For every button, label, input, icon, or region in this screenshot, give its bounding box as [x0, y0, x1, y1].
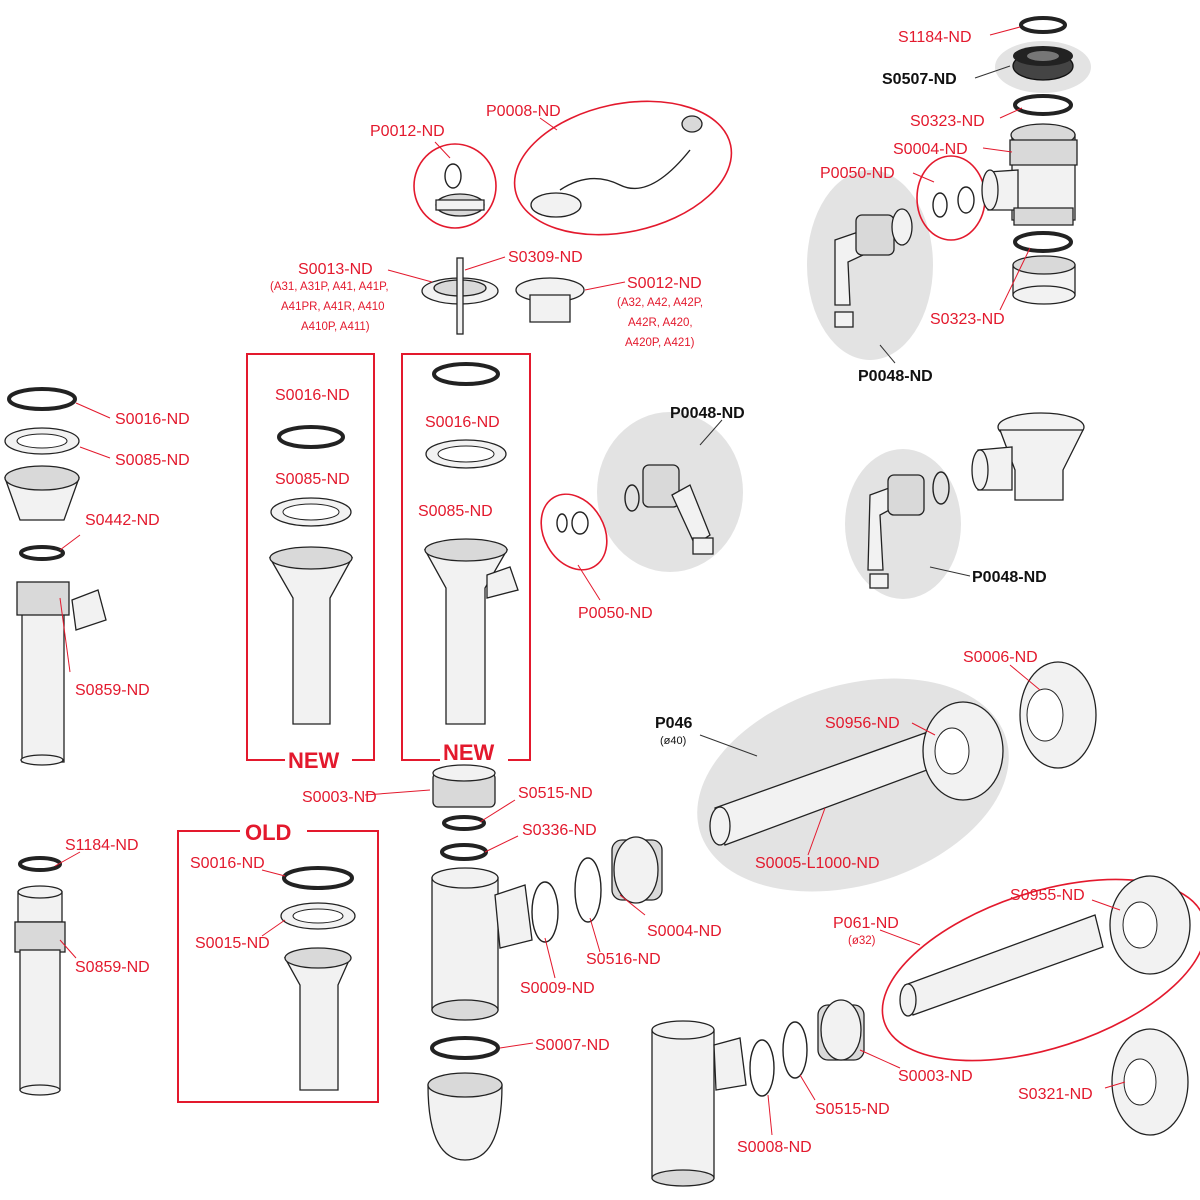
label-s0859-bottom: S0859-ND — [75, 959, 150, 976]
washer-s1184-top — [1019, 16, 1067, 34]
label-s0516: S0516-ND — [586, 951, 661, 968]
label-s0004-top: S0004-ND — [893, 141, 968, 158]
pipe-p046 — [709, 701, 1004, 846]
ring-p0050-top — [932, 186, 975, 218]
label-s0085-new2: S0085-ND — [418, 503, 493, 520]
label-s0012-models-1: (A32, A42, A42P, — [617, 297, 703, 309]
new-frame-1 — [246, 353, 375, 761]
label-s0515-mid: S0515-ND — [518, 785, 593, 802]
old-frame-parts — [280, 866, 356, 1091]
p0048-top-highlight — [807, 170, 933, 360]
label-s1184-top: S1184-ND — [898, 29, 972, 46]
label-p0008: P0008-ND — [486, 103, 561, 120]
label-p0050-top: P0050-ND — [820, 165, 895, 182]
tee-body-top — [981, 123, 1078, 226]
tag-old: OLD — [245, 820, 291, 845]
label-s0003-mid: S0003-ND — [302, 789, 377, 806]
rosette-s0006 — [1019, 661, 1097, 769]
label-s0013-models-2: A41PR, A41R, A410 — [281, 301, 385, 313]
label-s0016-left: S0016-ND — [115, 411, 190, 428]
new-frame-2 — [401, 353, 531, 761]
bottle-trap-small — [651, 999, 865, 1187]
hose-adapter-p0048-mid — [624, 464, 714, 555]
clip-p0050-mid — [556, 511, 589, 535]
label-s0085-new1: S0085-ND — [275, 471, 350, 488]
p0050-mid-outline — [540, 493, 608, 571]
label-s0442: S0442-ND — [85, 512, 160, 529]
old-frame — [177, 830, 379, 1103]
tag-new-1: NEW — [288, 748, 340, 773]
label-p0050-mid: P0050-ND — [578, 605, 653, 622]
label-s0004-mid: S0004-ND — [647, 923, 722, 940]
label-s0013-models-3: A410P, A411) — [301, 321, 370, 333]
rosette-s0321 — [1111, 1028, 1189, 1136]
part-labels: S1184-ND S0507-ND S0323-ND S0004-ND P005… — [65, 29, 1093, 1156]
stopper-chain-p0008 — [530, 115, 703, 218]
p0048-right-highlight — [845, 449, 961, 599]
label-s0012-models-2: A42R, A420, — [628, 317, 693, 329]
label-p046: P046 — [655, 715, 692, 732]
label-s0008: S0008-ND — [737, 1139, 812, 1156]
label-p0048-right: P0048-ND — [972, 569, 1047, 586]
label-s0515-bottom: S0515-ND — [815, 1101, 890, 1118]
label-s0012: S0012-ND — [627, 275, 702, 292]
label-s0013-models-1: (A31, A31P, A41, A41P, — [270, 281, 389, 293]
label-s0955: S0955-ND — [1010, 887, 1085, 904]
label-s0507: S0507-ND — [882, 71, 957, 88]
label-s0085-left: S0085-ND — [115, 452, 190, 469]
new-frame-1-parts — [268, 425, 354, 725]
label-s0005: S0005-L1000-ND — [755, 855, 880, 872]
label-p0048-mid: P0048-ND — [670, 405, 745, 422]
label-s0323-bottom: S0323-ND — [930, 311, 1005, 328]
label-s0016-new1: S0016-ND — [275, 387, 350, 404]
nut-lower-top — [1012, 255, 1076, 305]
hose-adapter-p0048-right — [867, 471, 950, 589]
gasket-s0507 — [1012, 46, 1074, 81]
label-p046-diameter: (ø40) — [660, 735, 686, 747]
hose-adapter-p0048-top — [834, 208, 913, 328]
tag-new-2: NEW — [443, 740, 495, 765]
p0050-top-outline — [916, 155, 986, 241]
label-p0012: P0012-ND — [370, 123, 445, 140]
label-s0012-models-3: A420P, A421) — [625, 337, 695, 349]
drain-flange-s0012 — [515, 277, 585, 323]
label-s0956: S0956-ND — [825, 715, 900, 732]
label-s0321: S0321-ND — [1018, 1086, 1093, 1103]
washer-s0323-top — [1013, 94, 1073, 116]
label-s0007: S0007-ND — [535, 1037, 610, 1054]
left-stack-parts — [4, 387, 107, 766]
drain-grate-s0013 — [421, 257, 499, 335]
label-s0016-old: S0016-ND — [190, 855, 265, 872]
new-frame-2-parts — [423, 362, 519, 725]
tee-body-right — [971, 412, 1085, 501]
p0012-outline — [413, 143, 497, 229]
side-rings-mid — [531, 836, 663, 943]
p0008-outline — [513, 100, 733, 236]
label-s0009: S0009-ND — [520, 980, 595, 997]
label-p0048-top: P0048-ND — [858, 368, 933, 385]
label-s0309: S0309-ND — [508, 249, 583, 266]
label-s0006: S0006-ND — [963, 649, 1038, 666]
label-s0016-new2: S0016-ND — [425, 414, 500, 431]
pipe-p061 — [899, 875, 1191, 1017]
label-s1184-bottom: S1184-ND — [65, 837, 139, 854]
label-s0003-bottom: S0003-ND — [898, 1068, 973, 1085]
leader-lines — [54, 26, 1126, 1136]
label-s0859-left: S0859-ND — [75, 682, 150, 699]
label-s0015: S0015-ND — [195, 935, 270, 952]
bottom-left-parts — [14, 856, 66, 1096]
bottle-trap-main — [427, 764, 533, 1161]
washer-s0323-bottom — [1013, 231, 1073, 253]
stopper-p0012 — [435, 163, 485, 217]
label-p061-diameter: (ø32) — [848, 935, 876, 947]
label-s0323-top: S0323-ND — [910, 113, 985, 130]
p061-outline — [881, 878, 1200, 1062]
label-s0013: S0013-ND — [298, 261, 373, 278]
label-p061: P061-ND — [833, 915, 899, 932]
label-s0336: S0336-ND — [522, 822, 597, 839]
